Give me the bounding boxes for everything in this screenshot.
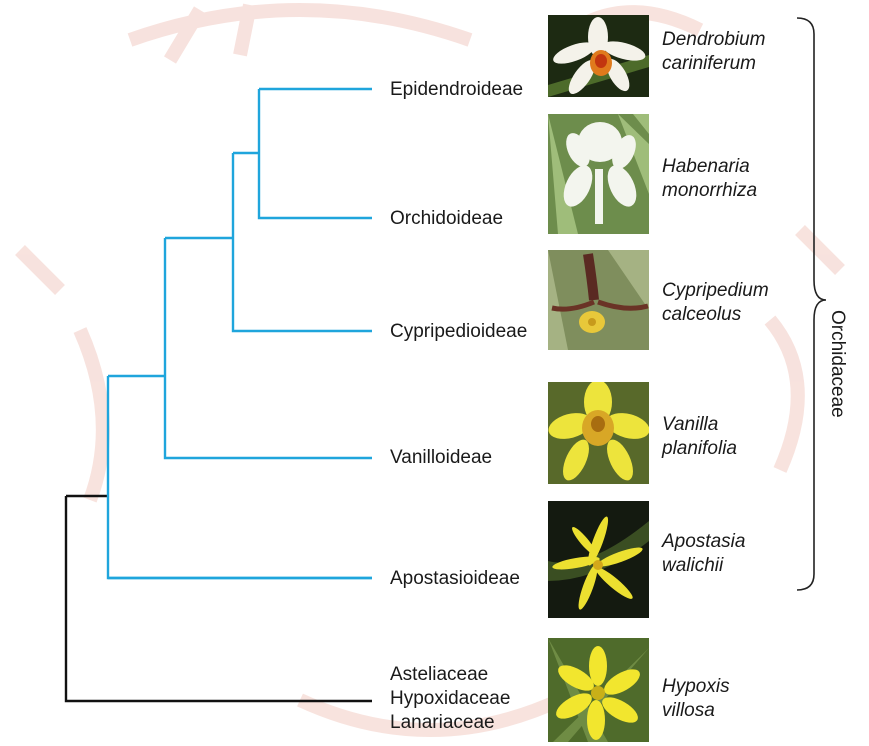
epithet-villosa: villosa bbox=[662, 699, 730, 723]
genus-hypoxis: Hypoxis bbox=[662, 675, 730, 699]
species-name-cypripedium-calceolus: Cypripedium calceolus bbox=[662, 279, 769, 327]
clade-label-asteliaceae: Asteliaceae bbox=[390, 663, 488, 687]
clade-label-apostasioideae: Apostasioideae bbox=[390, 567, 520, 591]
epithet-monorrhiza: monorrhiza bbox=[662, 179, 757, 203]
genus-cypripedium: Cypripedium bbox=[662, 279, 769, 303]
clade-label-hypoxidaceae: Hypoxidaceae bbox=[390, 687, 510, 711]
orchid-stem-branch bbox=[108, 376, 372, 578]
photo-dendrobium-cariniferum bbox=[548, 15, 649, 97]
genus-apostasia: Apostasia bbox=[662, 530, 745, 554]
photo-habenaria-monorrhiza bbox=[548, 114, 649, 234]
epithet-cariniferum: cariniferum bbox=[662, 52, 766, 76]
vanilloideae-branch bbox=[165, 238, 372, 458]
genus-habenaria: Habenaria bbox=[662, 155, 757, 179]
epithet-calceolus: calceolus bbox=[662, 303, 769, 327]
species-name-apostasia-walichii: Apostasia walichii bbox=[662, 530, 745, 578]
epithet-walichii: walichii bbox=[662, 554, 745, 578]
species-name-dendrobium-cariniferum: Dendrobium cariniferum bbox=[662, 28, 766, 76]
clade-label-cypripedioideae: Cypripedioideae bbox=[390, 320, 527, 344]
clade-label-epidendroideae: Epidendroideae bbox=[390, 78, 523, 102]
outgroup-root-branch bbox=[66, 496, 372, 701]
species-name-hypoxis-villosa: Hypoxis villosa bbox=[662, 675, 730, 723]
species-name-vanilla-planifolia: Vanilla planifolia bbox=[662, 413, 737, 461]
clade-label-lanariaceae: Lanariaceae bbox=[390, 711, 495, 735]
cypripedioideae-branch bbox=[233, 153, 372, 331]
clade-label-orchidoideae: Orchidoideae bbox=[390, 207, 503, 231]
orchidaceae-brace bbox=[797, 18, 826, 590]
genus-dendrobium: Dendrobium bbox=[662, 28, 766, 52]
photo-vanilla-planifolia bbox=[548, 382, 649, 484]
photo-hypoxis-villosa bbox=[548, 638, 649, 742]
group-label-orchidaceae: Orchidaceae bbox=[826, 310, 848, 418]
epithet-planifolia: planifolia bbox=[662, 437, 737, 461]
photo-apostasia-walichii bbox=[548, 501, 649, 618]
species-name-habenaria-monorrhiza: Habenaria monorrhiza bbox=[662, 155, 757, 203]
orchidoideae-branch bbox=[259, 89, 372, 218]
photo-cypripedium-calceolus bbox=[548, 250, 649, 350]
clade-label-vanilloideae: Vanilloideae bbox=[390, 446, 492, 470]
genus-vanilla: Vanilla bbox=[662, 413, 737, 437]
